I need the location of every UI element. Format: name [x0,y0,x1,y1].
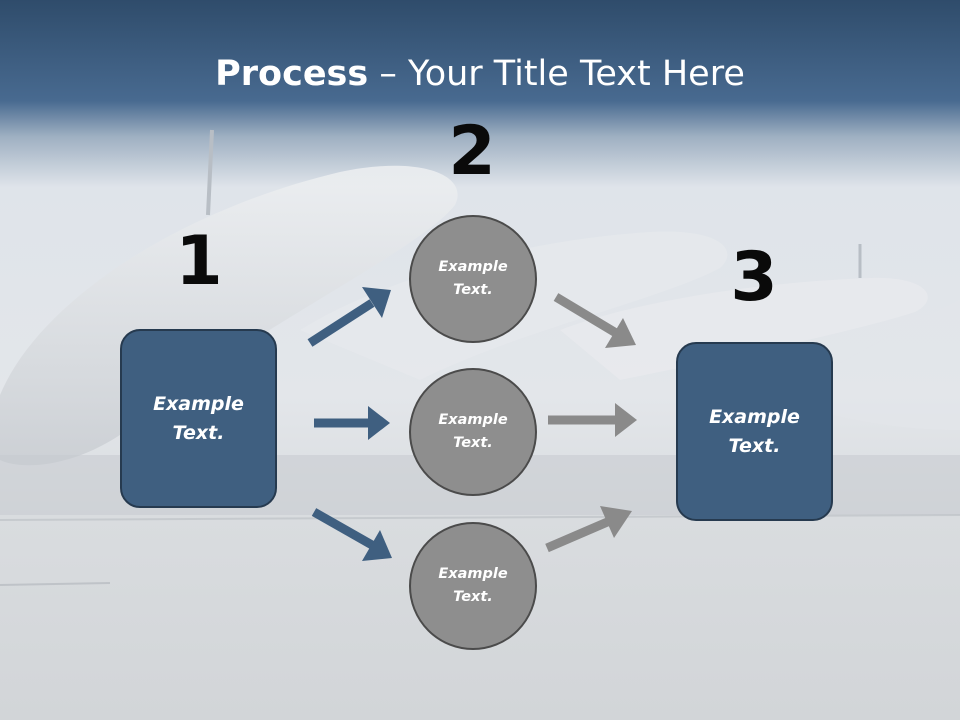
circle-bottom: Example Text. [409,522,537,650]
step-number-2: 2 [448,112,496,191]
circle-middle-text: Example Text. [438,412,508,451]
left-process-box: Example Text. [120,329,277,508]
title-rest: – Your Title Text Here [368,54,745,94]
arrow-middle-to-right [548,403,637,437]
arrow-left-to-top [307,287,391,347]
left-box-text: Example Text. [153,392,244,444]
arrow-left-to-middle [314,406,390,440]
right-process-box: Example Text. [676,342,833,521]
arrow-left-to-bottom [311,508,392,561]
circle-top: Example Text. [409,215,537,343]
right-box-text: Example Text. [709,405,800,457]
circle-top-text: Example Text. [438,259,508,298]
slide-title: Process – Your Title Text Here [0,50,960,98]
step-number-3: 3 [730,238,778,317]
circle-bottom-text: Example Text. [438,566,508,605]
step-number-1: 1 [175,222,223,301]
circle-middle: Example Text. [409,368,537,496]
title-bold: Process [215,54,369,94]
arrow-bottom-to-right [545,506,632,553]
arrow-top-to-right [553,293,636,348]
